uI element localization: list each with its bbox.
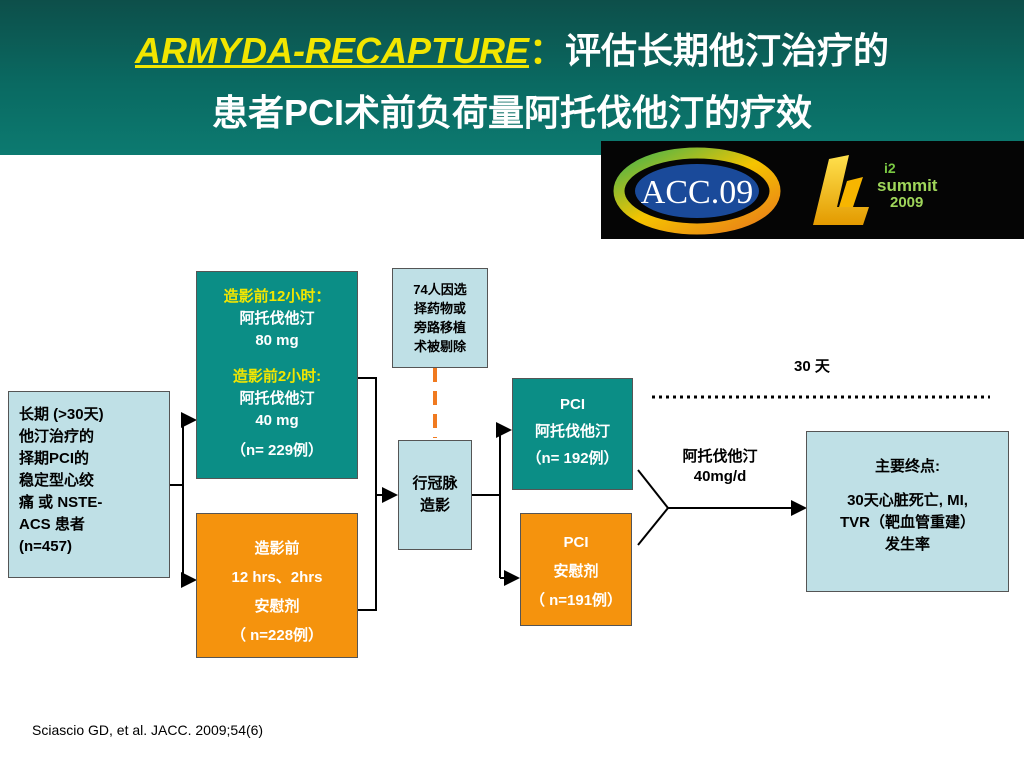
patients-line: 长期 (>30天) [19,406,104,423]
atorvastatin-arm-box: 造影前12小时： 阿托伐他汀 80 mg 造影前2小时: 阿托伐他汀 40 mg… [196,271,358,479]
endpoint-tvr: TVR（靶血管重建） [839,514,975,531]
excluded-line: 择药物或 [413,301,466,316]
patients-line: 他汀治疗的 [19,428,95,445]
patient-population-box: 长期 (>30天) 他汀治疗的 择期PCI的 稳定型心绞 痛 或 NSTE- A… [8,391,170,578]
angiography-box: 行冠脉 造影 [398,440,472,550]
statin-dose-40: 40 mg [255,412,299,429]
summit-text: summit [877,176,938,195]
endpoint-rate: 发生率 [884,536,930,553]
trial-name: ARMYDA-RECAPTURE [134,30,529,71]
statin-timing-2h: 造影前2小时: [232,368,322,385]
pci-atorvastatin-box: PCI 阿托伐他汀 （n= 192例） [512,378,633,490]
i2-summit-logo-icon: i2 summit 2009 [813,155,938,225]
pci-placebo-drug: 安慰剂 [553,563,599,580]
angiography-line1: 行冠脉 [412,475,458,492]
excluded-line: 术被剔除 [413,339,466,354]
placebo-arm-box: 造影前 12 hrs、2hrs 安慰剂 （ n=228例） [196,513,358,658]
patients-line: (n=457) [19,538,72,555]
pci-placebo-count: （ n=191例） [529,592,623,609]
patients-line: 痛 或 NSTE- [19,494,103,511]
acc-logo-text: ACC.09 [641,174,753,211]
patients-line: 稳定型心绞 [19,472,95,489]
placebo-hours: 12 hrs、2hrs [231,569,323,586]
maintenance-drug: 阿托伐他汀 [682,448,758,465]
pci-statin-label: PCI [559,396,585,413]
title-chinese-line2: 患者PCI术前负荷量阿托伐他汀的疗效 [211,92,812,133]
placebo-timing: 造影前 [254,540,300,557]
citation: Sciascio GD, et al. JACC. 2009;54(6) [32,722,264,738]
maintenance-dose: 40mg/d [693,468,747,485]
angiography-line2: 造影 [419,497,450,514]
statin-count: （n= 229例） [230,442,324,459]
i2-text: i2 [884,160,896,176]
placebo-count: （ n=228例） [230,627,324,644]
conference-logos: ACC.09 i2 summit 2009 [601,141,1024,239]
followup-duration: 30 天 [794,358,830,375]
placebo-drug: 安慰剂 [254,598,300,615]
logo-graphics: ACC.09 i2 summit 2009 [613,147,938,235]
statin-dose-80: 80 mg [255,332,299,349]
patients-line: 择期PCI的 [19,450,90,467]
pci-placebo-box: PCI 安慰剂 （ n=191例） [520,513,632,626]
title-banner: ARMYDA-RECAPTURE：评估长期他汀治疗的 患者PCI术前负荷量阿托伐… [0,0,1024,155]
pci-placebo-label: PCI [563,534,589,551]
page-title: ARMYDA-RECAPTURE：评估长期他汀治疗的 [0,22,1024,74]
excluded-line: 旁路移植 [413,320,466,335]
excluded-box: 74人因选 择药物或 旁路移植 术被剔除 [392,268,488,368]
excluded-line: 74人因选 [413,282,467,297]
patients-line: ACS 患者 [19,516,85,533]
pci-statin-drug: 阿托伐他汀 [534,423,610,440]
endpoint-outcomes: 30天心脏死亡, MI, [847,492,968,509]
maintenance-drug-label: 阿托伐他汀 40mg/d [660,447,780,487]
title-chinese-line1: 评估长期他汀治疗的 [565,30,890,71]
pci-statin-count: （n= 192例） [526,450,619,467]
primary-endpoint-box: 主要终点: 30天心脏死亡, MI, TVR（靶血管重建） 发生率 [806,431,1009,592]
statin-drug: 阿托伐他汀 [239,390,315,407]
acc-logo-icon: ACC.09 [613,147,781,235]
title-separator: ： [528,30,565,71]
statin-timing-12h: 造影前12小时： [223,288,331,305]
endpoint-title: 主要终点: [875,458,940,475]
statin-drug: 阿托伐他汀 [239,310,315,327]
summit-year-text: 2009 [890,194,923,211]
